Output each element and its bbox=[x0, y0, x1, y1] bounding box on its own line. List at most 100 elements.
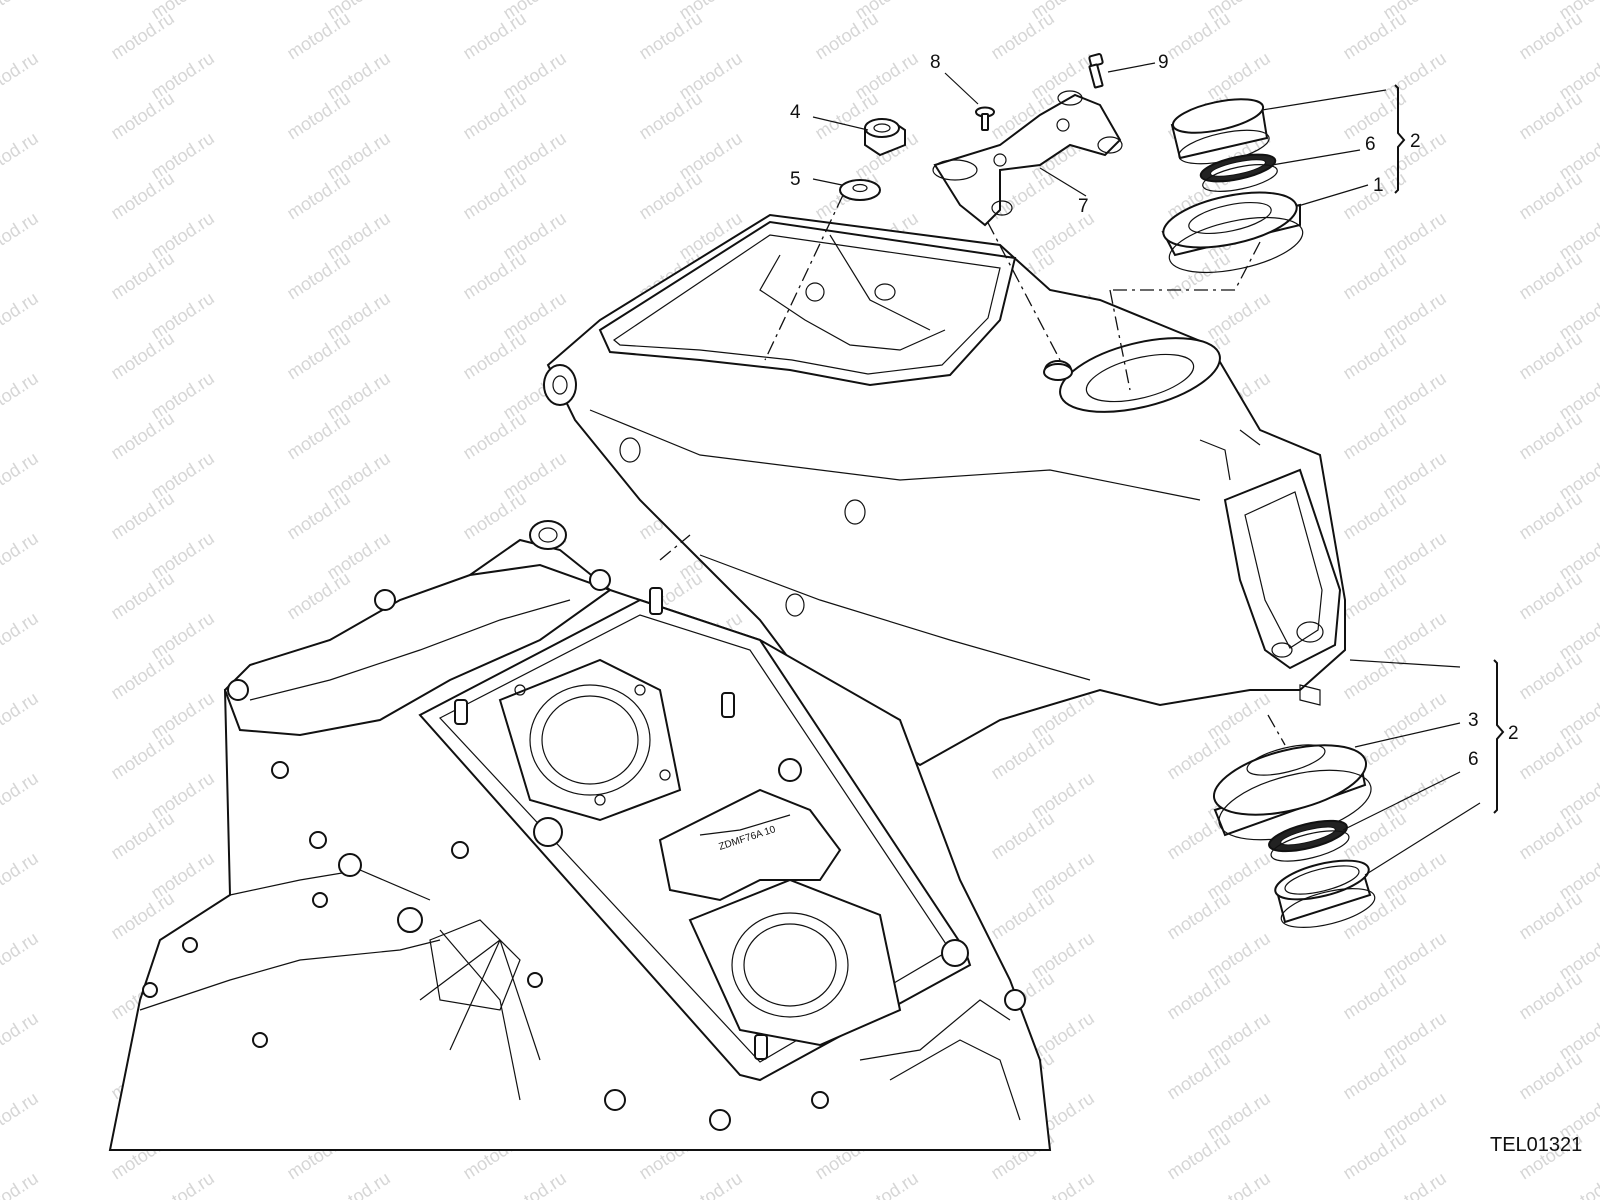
watermark-text: motod.ru bbox=[459, 8, 529, 63]
watermark-text: motod.ru bbox=[1515, 168, 1585, 223]
watermark-text: motod.ru bbox=[1339, 8, 1409, 63]
watermark-text: motod.ru bbox=[1515, 968, 1585, 1023]
watermark-text: motod.ru bbox=[459, 328, 529, 383]
watermark-text: motod.ru bbox=[459, 88, 529, 143]
frame-body bbox=[543, 213, 1346, 767]
leader-lines bbox=[812, 62, 1481, 876]
watermark-text: motod.ru bbox=[107, 248, 177, 303]
watermark-text: motod.ru bbox=[1339, 248, 1409, 303]
watermark-text: motod.ru bbox=[0, 488, 2, 543]
watermark-text: motod.ru bbox=[107, 88, 177, 143]
watermark-text: motod.ru bbox=[0, 1168, 42, 1200]
nut-part-4 bbox=[864, 118, 906, 157]
watermark-text: motod.ru bbox=[147, 1168, 217, 1200]
watermark-text: motod.ru bbox=[459, 248, 529, 303]
watermark-text: motod.ru bbox=[459, 488, 529, 543]
watermark-text: motod.ru bbox=[1163, 8, 1233, 63]
watermark-text: motod.ru bbox=[283, 168, 353, 223]
watermark-text: motod.ru bbox=[1339, 1048, 1409, 1103]
watermark-text: motod.ru bbox=[0, 808, 2, 863]
watermark-text: motod.ru bbox=[1515, 808, 1585, 863]
watermark-text: motod.ru bbox=[0, 1088, 42, 1143]
watermark-text: motod.ru bbox=[107, 648, 177, 703]
watermark-text: motod.ru bbox=[107, 808, 177, 863]
watermark-text: motod.ru bbox=[0, 0, 42, 23]
watermark-text: motod.ru bbox=[0, 408, 2, 463]
watermark-text: motod.ru bbox=[1163, 1128, 1233, 1183]
watermark-text: motod.ru bbox=[283, 88, 353, 143]
watermark-text: motod.ru bbox=[107, 168, 177, 223]
watermark-text: motod.ru bbox=[1203, 1168, 1273, 1200]
callout-2-top: 2 bbox=[1410, 131, 1421, 152]
watermark-text: motod.ru bbox=[0, 1128, 2, 1183]
watermark-text: motod.ru bbox=[0, 448, 42, 503]
watermark-text: motod.ru bbox=[1515, 88, 1585, 143]
watermark-text: motod.ru bbox=[1163, 968, 1233, 1023]
watermark-text: motod.ru bbox=[0, 48, 42, 103]
watermark-text: motod.ru bbox=[811, 8, 881, 63]
watermark-text: motod.ru bbox=[1339, 808, 1409, 863]
watermark-text: motod.ru bbox=[107, 568, 177, 623]
frame-grommet bbox=[1043, 363, 1073, 381]
center-lines bbox=[659, 194, 1286, 746]
watermark-text: motod.ru bbox=[635, 8, 705, 63]
watermark-text: motod.ru bbox=[107, 328, 177, 383]
lower-seal-part-6 bbox=[1268, 819, 1350, 862]
upper-seal-part-6 bbox=[1199, 153, 1278, 192]
callout-9: 9 bbox=[1158, 52, 1169, 73]
watermark-text: motod.ru bbox=[1379, 1168, 1449, 1200]
watermark-text: motod.ru bbox=[323, 1168, 393, 1200]
engine-block: ZDMF76A 10 bbox=[108, 520, 1052, 1151]
watermark-text: motod.ru bbox=[283, 248, 353, 303]
watermark-text: motod.ru bbox=[1339, 408, 1409, 463]
watermark-text: motod.ru bbox=[1163, 1048, 1233, 1103]
watermark-text: motod.ru bbox=[851, 1168, 921, 1200]
callout-6-bottom: 6 bbox=[1468, 749, 1479, 770]
callout-3: 3 bbox=[1468, 710, 1479, 731]
watermark-text: motod.ru bbox=[987, 808, 1057, 863]
watermark-text: motod.ru bbox=[675, 1168, 745, 1200]
watermark-text: motod.ru bbox=[0, 1008, 42, 1063]
watermark-text: motod.ru bbox=[0, 568, 2, 623]
callout-5: 5 bbox=[790, 169, 801, 190]
watermark-text: motod.ru bbox=[0, 208, 42, 263]
bracket-part-7 bbox=[932, 90, 1123, 227]
watermark-text: motod.ru bbox=[107, 728, 177, 783]
watermark-text: motod.ru bbox=[0, 608, 42, 663]
watermark-text: motod.ru bbox=[1163, 888, 1233, 943]
watermark-text: motod.ru bbox=[1515, 8, 1585, 63]
watermark-text: motod.ru bbox=[1515, 1048, 1585, 1103]
watermark-text: motod.ru bbox=[635, 168, 705, 223]
watermark-text: motod.ru bbox=[0, 128, 42, 183]
callout-labels: 1 2 6 4 5 7 8 9 3 2 6 bbox=[790, 52, 1519, 770]
watermark-text: motod.ru bbox=[0, 328, 2, 383]
upper-bearing-ring bbox=[1170, 98, 1270, 165]
watermark-text: motod.ru bbox=[1339, 1128, 1409, 1183]
watermark-text: motod.ru bbox=[0, 288, 42, 343]
callout-4: 4 bbox=[790, 102, 801, 123]
watermark-text: motod.ru bbox=[0, 528, 42, 583]
watermark-text: motod.ru bbox=[1555, 1168, 1600, 1200]
watermark-text: motod.ru bbox=[0, 248, 2, 303]
callout-2-bottom: 2 bbox=[1508, 723, 1519, 744]
bolt-part-9 bbox=[1088, 53, 1104, 89]
watermark-text: motod.ru bbox=[0, 368, 42, 423]
watermark-text: motod.ru bbox=[107, 408, 177, 463]
watermark-text: motod.ru bbox=[1339, 328, 1409, 383]
watermark-text: motod.ru bbox=[1163, 728, 1233, 783]
callout-8: 8 bbox=[930, 52, 941, 73]
watermark-text: motod.ru bbox=[1515, 648, 1585, 703]
callout-6-top: 6 bbox=[1365, 134, 1376, 155]
brace-top bbox=[1394, 84, 1406, 194]
watermark-text: motod.ru bbox=[459, 408, 529, 463]
watermark-text: motod.ru bbox=[1339, 648, 1409, 703]
drawing-code: TEL01321 bbox=[1490, 1134, 1582, 1156]
watermark-text: motod.ru bbox=[0, 928, 42, 983]
brace-bottom bbox=[1493, 659, 1505, 814]
watermark-text: motod.ru bbox=[107, 488, 177, 543]
watermark-text: motod.ru bbox=[0, 1048, 2, 1103]
watermark-text: motod.ru bbox=[635, 88, 705, 143]
watermark-text: motod.ru bbox=[283, 488, 353, 543]
watermark-text: motod.ru bbox=[0, 8, 2, 63]
